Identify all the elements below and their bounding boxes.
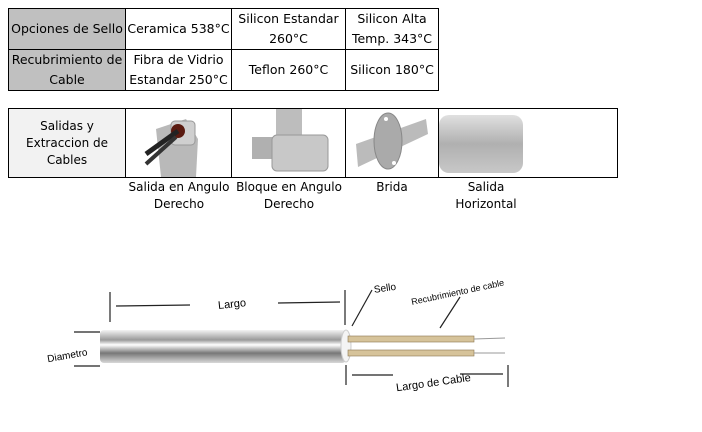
- flange-photo-icon: [345, 108, 439, 178]
- table-cell: Teflon 260°C: [231, 49, 346, 91]
- table-cell: Fibra de Vidrio Estandar 250°C: [125, 49, 232, 91]
- heater-rod: [100, 329, 352, 363]
- straight-exit-photo-icon: [438, 108, 618, 178]
- exit-caption: Brida: [376, 180, 408, 194]
- cartridge-heater-diagram: Largo Diametro Sello Recubrimiento de ca…: [47, 278, 509, 394]
- table-row: Opciones de Sello Ceramica 538°C Silicon…: [8, 8, 439, 50]
- exit-caption: Salida en Angulo Derecho: [128, 180, 230, 211]
- table-row: Salidas y Extraccion de Cables: [8, 108, 618, 178]
- exit-caption: Salida Horizontal: [455, 180, 517, 211]
- exit-caption: Bloque en Angulo Derecho: [236, 180, 342, 211]
- cable-leads: [347, 335, 506, 357]
- table-cell: Silicon Estandar 260°C: [231, 8, 346, 50]
- right-angle-block-photo-icon: [231, 108, 346, 178]
- row-header: Salidas y Extraccion de Cables: [8, 108, 126, 178]
- diameter-label: Diametro: [47, 347, 89, 365]
- row-header: Opciones de Sello: [8, 8, 126, 50]
- length-label: Largo: [217, 297, 246, 312]
- table-cell: Silicon Alta Temp. 343°C: [345, 8, 439, 50]
- row-header: Recubrimiento de Cable: [8, 49, 126, 91]
- cable-cover-label: Recubrimiento de cable: [410, 278, 505, 307]
- right-angle-exit-photo-icon: [125, 108, 232, 178]
- table-cell: Silicon 180°C: [345, 49, 439, 91]
- seal-options-table: Opciones de Sello Ceramica 538°C Silicon…: [8, 8, 439, 91]
- cable-length-label: Largo de Cable: [395, 372, 471, 394]
- seal-label: Sello: [373, 282, 397, 296]
- table-cell: Ceramica 538°C: [125, 8, 232, 50]
- table-row: Recubrimiento de Cable Fibra de Vidrio E…: [8, 49, 439, 91]
- cable-exit-table: Salidas y Extraccion de Cables: [8, 108, 618, 178]
